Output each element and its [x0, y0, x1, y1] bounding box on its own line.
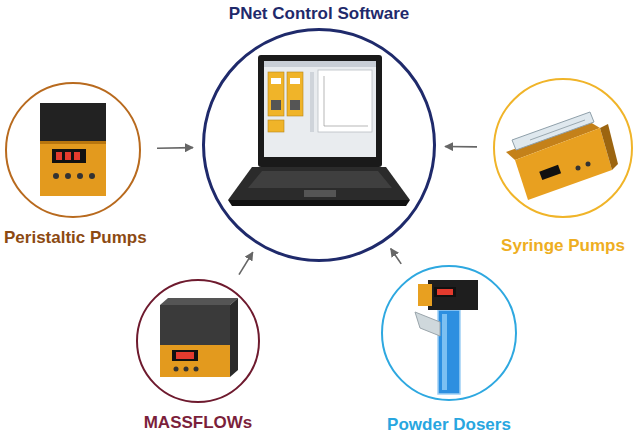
device-label: MASSFLOWs	[144, 414, 253, 433]
laptop-illustration-part	[228, 200, 410, 206]
powder-doser-illustration-part	[434, 287, 456, 297]
syringe-pump-illustration-part	[512, 112, 594, 150]
massflow-illustration-part	[160, 305, 230, 377]
peristaltic-pump-illustration	[40, 103, 106, 196]
peristaltic-pump-illustration-part	[74, 152, 80, 160]
peristaltic-pump-illustration-part	[52, 149, 86, 163]
powder-doser-illustration-part	[428, 280, 478, 310]
peristaltic-pump-illustration-part	[40, 103, 106, 141]
peristaltic-pump-illustration-part	[40, 141, 106, 196]
laptop-illustration-part	[228, 167, 410, 200]
massflow-illustration-part	[172, 350, 198, 361]
device-label: Syringe Pumps	[501, 237, 625, 256]
laptop-illustration-part	[287, 72, 303, 116]
device-label: Powder Dosers	[387, 416, 511, 435]
peristaltic-pump-illustration-part	[53, 173, 59, 179]
syringe-pump-illustration-part	[600, 124, 618, 170]
laptop-illustration-part	[268, 72, 284, 116]
title-heading: PNet Control Software	[229, 5, 409, 24]
laptop-illustration-part	[258, 55, 382, 167]
connector-arrow	[239, 252, 253, 274]
laptop-illustration-part	[268, 120, 284, 132]
powder-doser-illustration-part	[438, 310, 460, 394]
peristaltic-pump-illustration-part	[77, 173, 83, 179]
connector-arrow	[391, 249, 402, 264]
peristaltic-pump-illustration-part	[40, 141, 106, 144]
powder-doser-illustration-part	[418, 284, 432, 306]
laptop-illustration-part	[310, 72, 314, 132]
powder-doser-illustration-part	[442, 314, 447, 390]
device-circle: Peristaltic Pumps	[5, 82, 141, 218]
laptop-illustration-part	[304, 190, 336, 197]
laptop-illustration-part	[271, 100, 281, 110]
laptop-illustration-part	[324, 126, 368, 127]
device-circle: Syringe Pumps	[493, 78, 633, 218]
laptop-illustration-part	[290, 78, 300, 84]
massflow-illustration-part	[174, 367, 179, 372]
laptop-illustration-part	[248, 171, 392, 188]
laptop-illustration-part	[318, 70, 372, 132]
laptop-illustration-part	[324, 76, 325, 126]
peristaltic-pump-illustration-part	[89, 173, 95, 179]
laptop-illustration-part	[264, 61, 376, 67]
massflow-illustration-part	[194, 367, 199, 372]
software-circle: PNet Control Software	[202, 28, 436, 262]
syringe-pump-illustration	[506, 112, 618, 200]
syringe-pump-illustration-part	[530, 120, 585, 140]
laptop-illustration	[228, 55, 410, 206]
laptop-illustration-part	[264, 61, 376, 157]
connector-arrow	[157, 147, 193, 149]
massflow-illustration-part	[176, 352, 194, 359]
peristaltic-pump-illustration-part	[65, 152, 71, 160]
massflow-illustration-part	[160, 298, 238, 305]
laptop-illustration-part	[290, 100, 300, 110]
connector-arrow	[445, 146, 477, 148]
massflow-illustration-part	[160, 345, 230, 377]
massflow-illustration	[160, 298, 238, 377]
device-circle: Powder Dosers	[381, 265, 517, 401]
powder-doser-illustration	[415, 280, 478, 394]
powder-doser-illustration-part	[415, 312, 440, 336]
syringe-pump-illustration-part	[576, 166, 581, 171]
device-circle: MASSFLOWs	[136, 279, 260, 403]
laptop-illustration-part	[271, 78, 281, 84]
peristaltic-pump-illustration-part	[65, 173, 71, 179]
peristaltic-pump-illustration-part	[56, 152, 62, 160]
massflow-illustration-part	[184, 367, 189, 372]
massflow-illustration-part	[230, 298, 238, 377]
device-label: Peristaltic Pumps	[4, 229, 147, 248]
syringe-pump-illustration-part	[539, 165, 561, 180]
syringe-pump-illustration-part	[586, 162, 591, 167]
powder-doser-illustration-part	[437, 289, 453, 295]
